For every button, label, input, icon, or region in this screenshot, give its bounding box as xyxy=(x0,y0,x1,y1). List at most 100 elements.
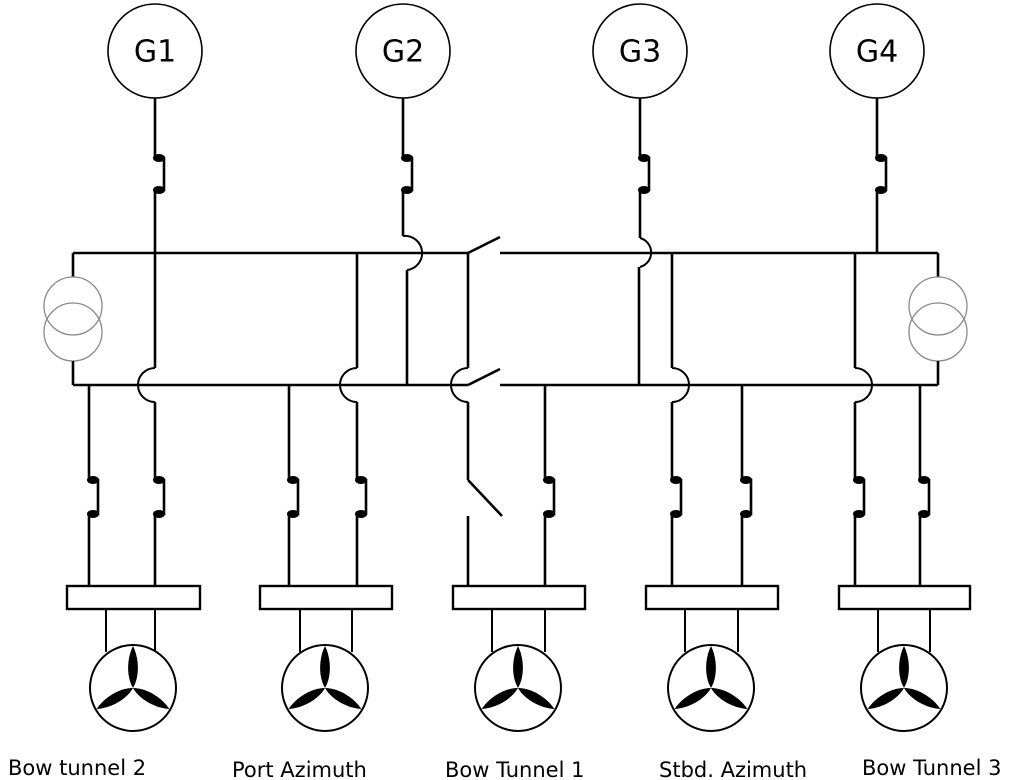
propeller-blade xyxy=(325,687,362,709)
breaker-contact xyxy=(853,476,865,484)
feeder-breakers xyxy=(87,476,931,586)
propeller-blade xyxy=(133,687,170,709)
propeller-blade xyxy=(288,687,325,709)
g1-feeder xyxy=(137,98,166,480)
breaker-icon xyxy=(877,156,888,192)
propeller-blade xyxy=(96,687,133,709)
breaker-icon xyxy=(155,156,166,192)
generator-label: G1 xyxy=(134,35,176,70)
breaker-link xyxy=(155,478,166,516)
thruster-unit-1[interactable] xyxy=(65,584,202,732)
thruster-drives xyxy=(65,584,972,732)
upper-bus xyxy=(73,235,938,255)
drive-box xyxy=(644,584,780,611)
circuit-breaker-icon[interactable] xyxy=(853,476,866,586)
drive-box xyxy=(451,584,587,611)
breaker-contact xyxy=(87,476,99,484)
thruster-label-stbd-azimuth: Stbd. Azimuth xyxy=(659,758,807,780)
riser-357 xyxy=(339,253,359,480)
breaker-icon xyxy=(403,156,414,192)
transformer-winding-icon xyxy=(43,302,103,362)
breaker-contact xyxy=(153,476,165,484)
propeller-icon xyxy=(96,646,170,709)
propeller-icon xyxy=(481,646,555,709)
bus-tie-switch-upper[interactable] xyxy=(467,235,501,255)
breaker-link xyxy=(357,478,368,516)
thruster-unit-5[interactable] xyxy=(837,584,972,732)
crossover-hop xyxy=(402,234,424,271)
bus-tie-switch-lower[interactable] xyxy=(467,367,501,387)
propeller-blade xyxy=(867,687,904,709)
breaker-link xyxy=(855,478,866,516)
lower-bus xyxy=(73,367,938,387)
breaker-link xyxy=(289,478,300,516)
transformer-winding-icon xyxy=(908,276,968,336)
breaker-contact xyxy=(918,476,930,484)
breaker-contact xyxy=(740,476,752,484)
propeller-blade xyxy=(706,646,716,688)
thruster-unit-4[interactable] xyxy=(644,584,780,732)
g2-feeder xyxy=(401,98,424,385)
circuit-breaker-icon[interactable] xyxy=(740,476,753,586)
drive-box xyxy=(65,584,202,611)
generator-g2[interactable]: G2 xyxy=(355,3,451,99)
breaker-contact xyxy=(401,154,413,162)
breaker-link xyxy=(742,478,753,516)
thruster-label-bow-tunnel-3: Bow Tunnel 3 xyxy=(862,756,1001,780)
crossover-hop xyxy=(671,367,690,403)
circuit-breaker-icon[interactable] xyxy=(87,476,100,586)
breaker-contact xyxy=(287,476,299,484)
generator-label: G4 xyxy=(856,35,898,70)
propeller-blade xyxy=(320,646,330,688)
propeller-icon xyxy=(867,646,941,709)
crossover-hop xyxy=(339,367,358,403)
breaker-contact xyxy=(670,476,682,484)
propeller-blade xyxy=(904,687,941,709)
propeller-icon xyxy=(288,646,362,709)
breaker-contact xyxy=(543,476,555,484)
transformer-starboard xyxy=(908,253,968,385)
thruster-unit-2[interactable] xyxy=(258,584,394,732)
thruster-label-bow-tunnel-2: Bow tunnel 2 xyxy=(8,756,146,780)
riser-672 xyxy=(670,253,690,480)
transformer-winding-icon xyxy=(43,276,103,336)
circuit-breaker-icon[interactable] xyxy=(918,476,931,586)
circuit-breaker-icon[interactable] xyxy=(153,476,166,586)
transformer-winding-icon xyxy=(908,302,968,362)
circuit-breaker-icon[interactable] xyxy=(670,476,683,586)
propeller-blade xyxy=(128,646,138,688)
g4-feeder xyxy=(875,98,888,253)
transformer-port xyxy=(43,253,103,385)
generator-g1[interactable]: G1 xyxy=(107,3,203,99)
drive-box xyxy=(837,584,972,611)
propeller-blade xyxy=(899,646,909,688)
propeller-blade xyxy=(518,687,555,709)
disconnect-switch-icon[interactable] xyxy=(467,479,503,517)
propeller-blade xyxy=(481,687,518,709)
breaker-link xyxy=(545,478,556,516)
crossover-hop xyxy=(854,367,873,403)
thruster-label-bow-tunnel-1: Bow Tunnel 1 xyxy=(445,758,584,780)
propeller-blade xyxy=(674,687,711,709)
propeller-icon xyxy=(674,646,748,709)
breaker-contact xyxy=(638,154,650,162)
breaker-contact xyxy=(153,154,165,162)
riser-468 xyxy=(450,253,503,586)
generator-g3[interactable]: G3 xyxy=(592,3,688,99)
drive-box xyxy=(258,584,394,611)
riser-855 xyxy=(853,253,873,480)
crossover-hop xyxy=(450,367,469,403)
circuit-breaker-icon[interactable] xyxy=(355,476,368,586)
g3-feeder xyxy=(637,98,653,385)
generator-g4[interactable]: G4 xyxy=(829,3,925,99)
circuit-breaker-icon[interactable] xyxy=(543,476,556,586)
breaker-contact xyxy=(875,154,887,162)
circuit-breaker-icon[interactable] xyxy=(287,476,300,586)
generator-label: G2 xyxy=(382,35,424,70)
breaker-icon xyxy=(640,156,651,192)
thruster-label-port-azimuth: Port Azimuth xyxy=(232,758,367,780)
breaker-link xyxy=(672,478,683,516)
propeller-blade xyxy=(711,687,748,709)
thruster-unit-3[interactable] xyxy=(451,584,587,732)
